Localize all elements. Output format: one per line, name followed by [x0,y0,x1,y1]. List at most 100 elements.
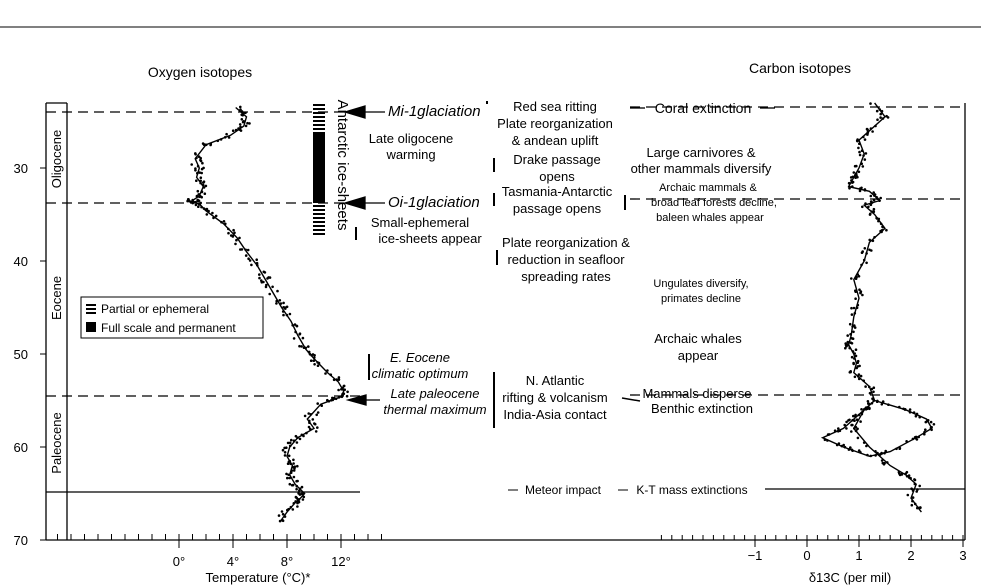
carbon-point [868,213,872,216]
oxygen-point [281,519,285,523]
oxygen-point [196,171,199,175]
carbon-point [880,403,884,406]
carbon-point [854,429,858,432]
oxygen-point [329,373,333,377]
carbon-point [853,352,856,355]
oxygen-point [314,430,318,433]
carbon-point [858,187,862,190]
ice-stripe [313,108,325,110]
carbon-point [885,114,888,118]
carbon-point [923,432,926,436]
oxygen-point [258,276,261,280]
epoch-eocene: Eocene [49,276,64,320]
event-passage-opens: passage opens [513,201,602,216]
oxygen-point [313,422,317,426]
carbon-point [845,420,848,424]
oxygen-title: Oxygen isotopes [148,64,252,80]
carbon-annotations: Coral extinction Large carnivores & othe… [631,100,777,497]
oxygen-point [225,132,228,136]
oxygen-point [289,505,293,509]
oxygen-point [275,299,279,303]
carbon-point [897,470,901,474]
oxygen-point [279,302,283,305]
oxygen-point [240,110,244,113]
carbon-point [856,273,860,276]
carbon-point [871,397,874,401]
annot-e-eocene: E. Eocene [390,350,450,365]
oxygen-point [239,125,242,129]
event-tickers [486,101,518,491]
oxygen-point [241,120,245,124]
oxygen-point [288,476,292,480]
annot-ungulates: Ungulates diversify, [653,278,748,290]
annot-archaic-mammals: Archaic mammals & [659,182,757,194]
carbon-point [856,365,860,368]
carbon-point [858,142,861,146]
annot-broad-leaf: broad leaf forests decline, [651,197,777,209]
oxygen-point [197,155,201,158]
oxygen-point [307,350,311,354]
carbon-point [848,418,851,422]
age-tick-label: 60 [14,440,28,455]
carbon-point [860,412,864,416]
carbon-point [932,423,936,426]
oxygen-point [298,437,302,441]
annot-benthic: Benthic extinction [651,401,753,416]
ice-sheet-solid [313,133,325,203]
oxygen-point [331,396,334,400]
oxygen-point [195,156,198,160]
oxygen-point [303,414,307,418]
oxygen-point [337,376,341,379]
ice-stripe [313,221,325,223]
carbon-point [863,247,867,250]
oxygen-point [268,276,272,279]
ice-stripe [313,124,325,126]
oxygen-point [304,346,308,350]
carbon-point [930,425,933,429]
oxygen-point [244,111,247,115]
age-tick-label: 30 [14,161,28,176]
oxygen-point [286,462,290,466]
carbon-point [854,413,857,417]
carbon-point [879,116,882,119]
carbon-point [871,239,875,243]
oxygen-point [260,279,263,282]
carbon-point [900,472,904,476]
oxygen-point [297,500,301,504]
carbon-point [855,418,859,422]
carbon-point [865,444,868,448]
oxygen-point [246,248,250,252]
oxygen-point [197,193,200,196]
carbon-point [872,210,876,213]
oxygen-point [203,192,207,195]
annot-late-oligocene: Late oligocene [369,131,454,146]
oxygen-point [301,498,305,501]
carbon-point [846,334,849,337]
annot-climatic-optimum: climatic optimum [372,366,469,381]
boundaries [46,106,965,493]
carbon-point [851,350,855,353]
oxygen-point [291,508,295,511]
oxygen-point [202,180,206,183]
carbon-point [864,152,868,155]
oxygen-point [199,176,203,179]
oxygen-point [271,285,274,289]
oxygen-point [342,384,346,388]
oxygen-point [313,363,316,366]
oxygen-point [300,433,304,437]
carbon-point [852,306,856,310]
oxygen-point [234,242,237,246]
carbon-point [911,437,915,441]
carbon-point [847,181,851,185]
oxygen-point [291,465,295,469]
ice-sheet-label: Antarctic ice-sheets [334,100,351,231]
oxygen-point [200,195,203,199]
annot-late-paleocene: Late paleocene [391,386,480,401]
oxygen-point [296,505,299,508]
annot-baleen: baleen whales appear [656,212,764,224]
carbon-point [849,446,852,449]
carbon-point [884,449,887,453]
carbon-point [875,400,879,404]
oxygen-point [195,194,199,198]
oxygen-point [204,184,208,188]
